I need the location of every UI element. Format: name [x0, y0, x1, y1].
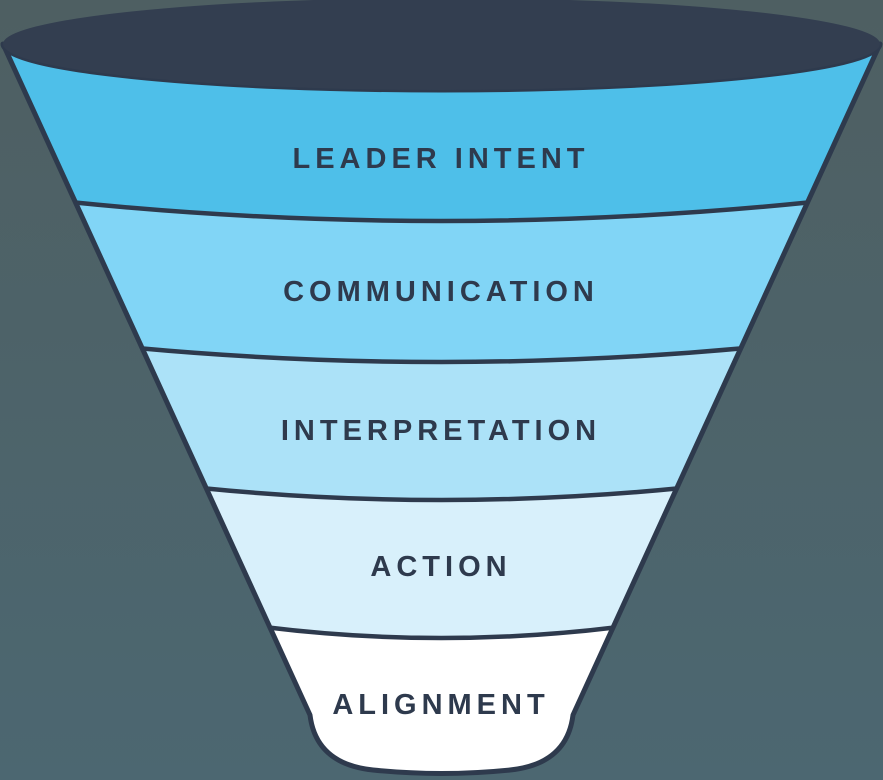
separator-line-4 — [263, 624, 620, 641]
stage-label-interpretation: INTERPRETATION — [281, 415, 601, 447]
separator-line-2 — [136, 345, 747, 365]
stage-label-leader-intent: LEADER INTENT — [293, 143, 590, 175]
stage-label-communication: COMMUNICATION — [283, 276, 599, 308]
stage-label-action: ACTION — [370, 551, 511, 583]
funnel-top-ellipse — [3, 0, 880, 90]
stage-label-alignment: ALIGNMENT — [332, 689, 549, 721]
separator-line-3 — [200, 485, 683, 503]
separator-line-1 — [69, 199, 814, 224]
funnel-stage-alignment — [264, 627, 619, 774]
